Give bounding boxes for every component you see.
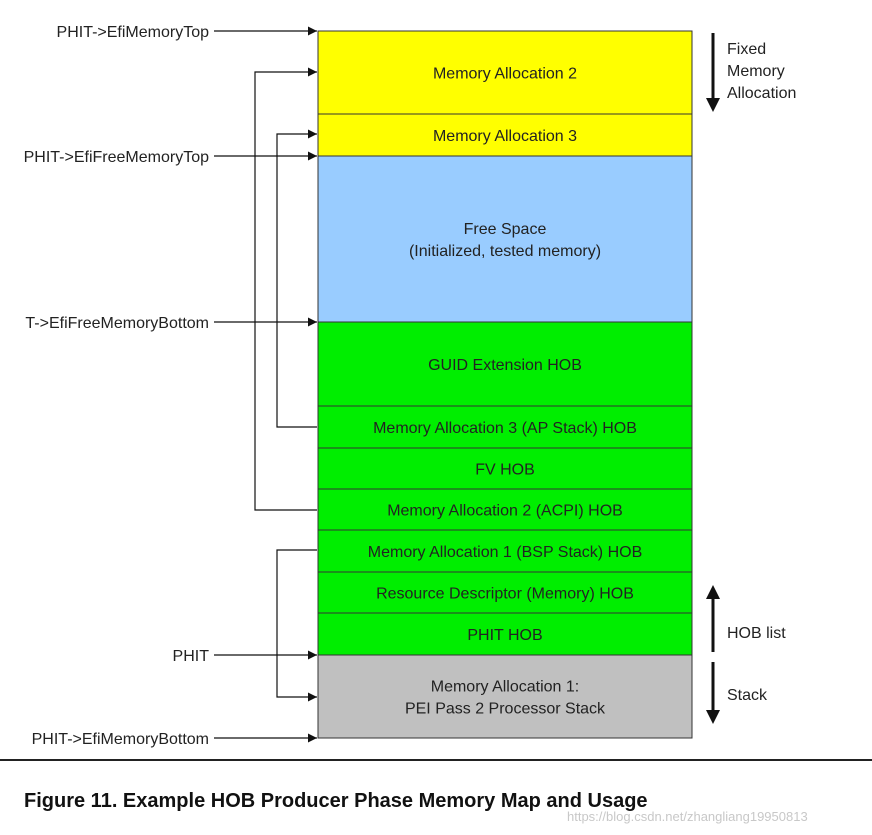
block-memory-allocation-3-ap-stack-hob-rect [317,405,693,449]
block-label: Memory Allocation 1 (BSP Stack) HOB [368,544,642,561]
block-label: Memory Allocation 3 [433,128,577,145]
watermark: https://blog.csdn.net/zhangliang19950813 [567,809,808,824]
block-label: PEI Pass 2 Processor Stack [405,701,606,718]
block-memory-allocation-3: Memory Allocation 3 [317,113,693,157]
block-label: FV HOB [475,462,535,479]
connector-ap-stack-hob-to-allocation-3 [276,129,317,428]
fixed-allocation-down-arrow [706,33,720,112]
fixed-allocation-label-line: Allocation [727,85,796,102]
block-label: Memory Allocation 2 (ACPI) HOB [387,503,623,520]
hob-list-up-arrow [706,585,720,652]
pointer-efi-free-memory-top: PHIT->EfiFreeMemoryTop [24,149,317,166]
block-label: PHIT HOB [467,627,542,644]
block-label: Memory Allocation 1: [431,679,580,696]
block-label: Memory Allocation 3 (AP Stack) HOB [373,420,637,437]
block-memory-allocation-1-bsp-stack-hob: Memory Allocation 1 (BSP Stack) HOB [317,529,693,573]
pointer-phit: PHIT [173,648,317,665]
block-phit-hob: PHIT HOB [317,612,693,656]
block-label: Free Space [464,221,547,238]
pointer-labels: PHIT->EfiMemoryTopPHIT->EfiFreeMemoryTop… [24,24,317,748]
block-resource-descriptor-hob: Resource Descriptor (Memory) HOB [317,571,693,614]
pointer-efi-free-memory-top-label: PHIT->EfiFreeMemoryTop [24,149,209,166]
hob-list-label: HOB list [727,625,786,642]
block-label: Resource Descriptor (Memory) HOB [376,586,634,603]
pointer-efi-memory-bottom-label: PHIT->EfiMemoryBottom [32,731,209,748]
stack-label: Stack [727,687,768,704]
block-label: GUID Extension HOB [428,357,582,374]
block-memory-allocation-3-rect [317,113,693,157]
memory-blocks: Memory Allocation 2 Memory Allocation 3 Fr… [317,30,693,739]
block-memory-allocation-2: Memory Allocation 2 [317,30,693,115]
hob-connectors [254,67,317,702]
pointer-efi-free-memory-bottom: T->EfiFreeMemoryBottom [25,315,317,332]
pointer-phit-label: PHIT [173,648,210,665]
pointer-efi-free-memory-bottom-label: T->EfiFreeMemoryBottom [25,315,209,332]
pointer-efi-memory-bottom: PHIT->EfiMemoryBottom [32,731,317,748]
block-guid-extension-hob: GUID Extension HOB [317,321,693,407]
connector-bsp-stack-hob-to-allocation-1 [276,549,317,702]
stack-down-arrow [706,662,720,724]
block-memory-allocation-1-stack: Memory Allocation 1: PEI Pass 2 Processor… [317,654,693,739]
block-memory-allocation-2-rect [317,30,693,115]
block-resource-descriptor-hob-rect [317,571,693,614]
block-label: (Initialized, tested memory) [409,243,601,260]
block-label: Memory Allocation 2 [433,66,577,83]
block-memory-allocation-1-stack-rect [317,654,693,739]
pointer-efi-memory-top: PHIT->EfiMemoryTop [57,24,317,41]
block-fv-hob-rect [317,447,693,490]
fixed-allocation-label-line: Memory [727,63,785,80]
block-free-space: Free Space (Initialized, tested memory) [317,155,693,323]
block-free-space-rect [317,155,693,323]
block-guid-extension-hob-rect [317,321,693,407]
pointer-efi-memory-top-label: PHIT->EfiMemoryTop [57,24,210,41]
block-memory-allocation-2-acpi-hob-rect [317,488,693,531]
figure-caption: Figure 11. Example HOB Producer Phase Me… [24,790,648,812]
fixed-allocation-label-line: Fixed [727,41,766,58]
block-memory-allocation-2-acpi-hob: Memory Allocation 2 (ACPI) HOB [317,488,693,531]
block-memory-allocation-3-ap-stack-hob: Memory Allocation 3 (AP Stack) HOB [317,405,693,449]
block-fv-hob: FV HOB [317,447,693,490]
connector-acpi-hob-to-allocation-2 [254,67,317,511]
